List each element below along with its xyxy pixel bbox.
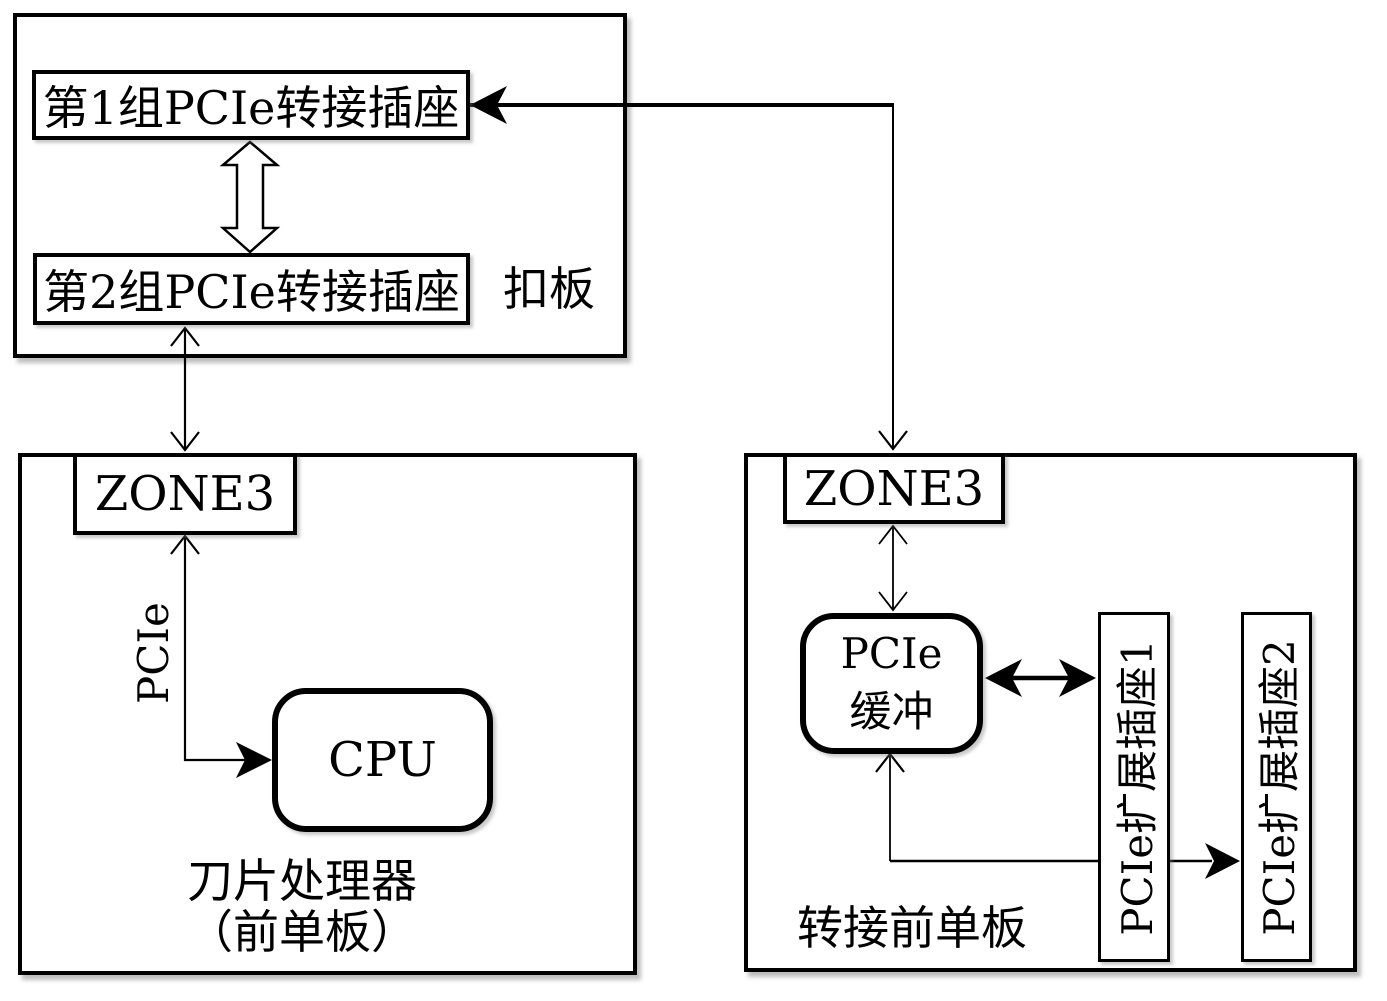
adapter-board-caption: 转接前单板 — [762, 903, 1062, 954]
socket-group2-label: 第2组PCIe转接插座 — [43, 256, 460, 322]
mezzanine-board-label: 扣板 — [494, 255, 604, 323]
pcie-buffer-box: PCIe 缓冲 — [800, 613, 983, 754]
socket-group2-box: 第2组PCIe转接插座 — [33, 253, 470, 325]
cpu-label: CPU — [328, 732, 437, 788]
pcie-buffer-label-line1: PCIe — [841, 629, 943, 678]
adapter-zone3-tab: ZONE3 — [783, 453, 1005, 524]
blade-caption-line2: （前单板） — [112, 907, 492, 958]
adapter-zone3-label: ZONE3 — [804, 461, 984, 517]
blade-zone3-label: ZONE3 — [95, 466, 275, 522]
blade-zone3-tab: ZONE3 — [73, 453, 297, 535]
socket-group1-label: 第1组PCIe转接插座 — [43, 72, 460, 138]
socket-group1-box: 第1组PCIe转接插座 — [32, 70, 470, 140]
expansion-socket2-box: PCIe扩展插座2 — [1241, 612, 1312, 962]
expansion-socket1-label: PCIe扩展插座1 — [1104, 639, 1165, 936]
blade-pcie-link-label: PCIe — [108, 598, 200, 708]
expansion-socket1-box: PCIe扩展插座1 — [1098, 612, 1170, 962]
blade-caption-line1: 刀片处理器 — [112, 856, 492, 907]
blade-board-caption: 刀片处理器 （前单板） — [112, 856, 492, 957]
expansion-socket2-label: PCIe扩展插座2 — [1246, 639, 1307, 936]
cpu-box: CPU — [272, 688, 493, 832]
pcie-buffer-label-line2: 缓冲 — [849, 678, 933, 739]
